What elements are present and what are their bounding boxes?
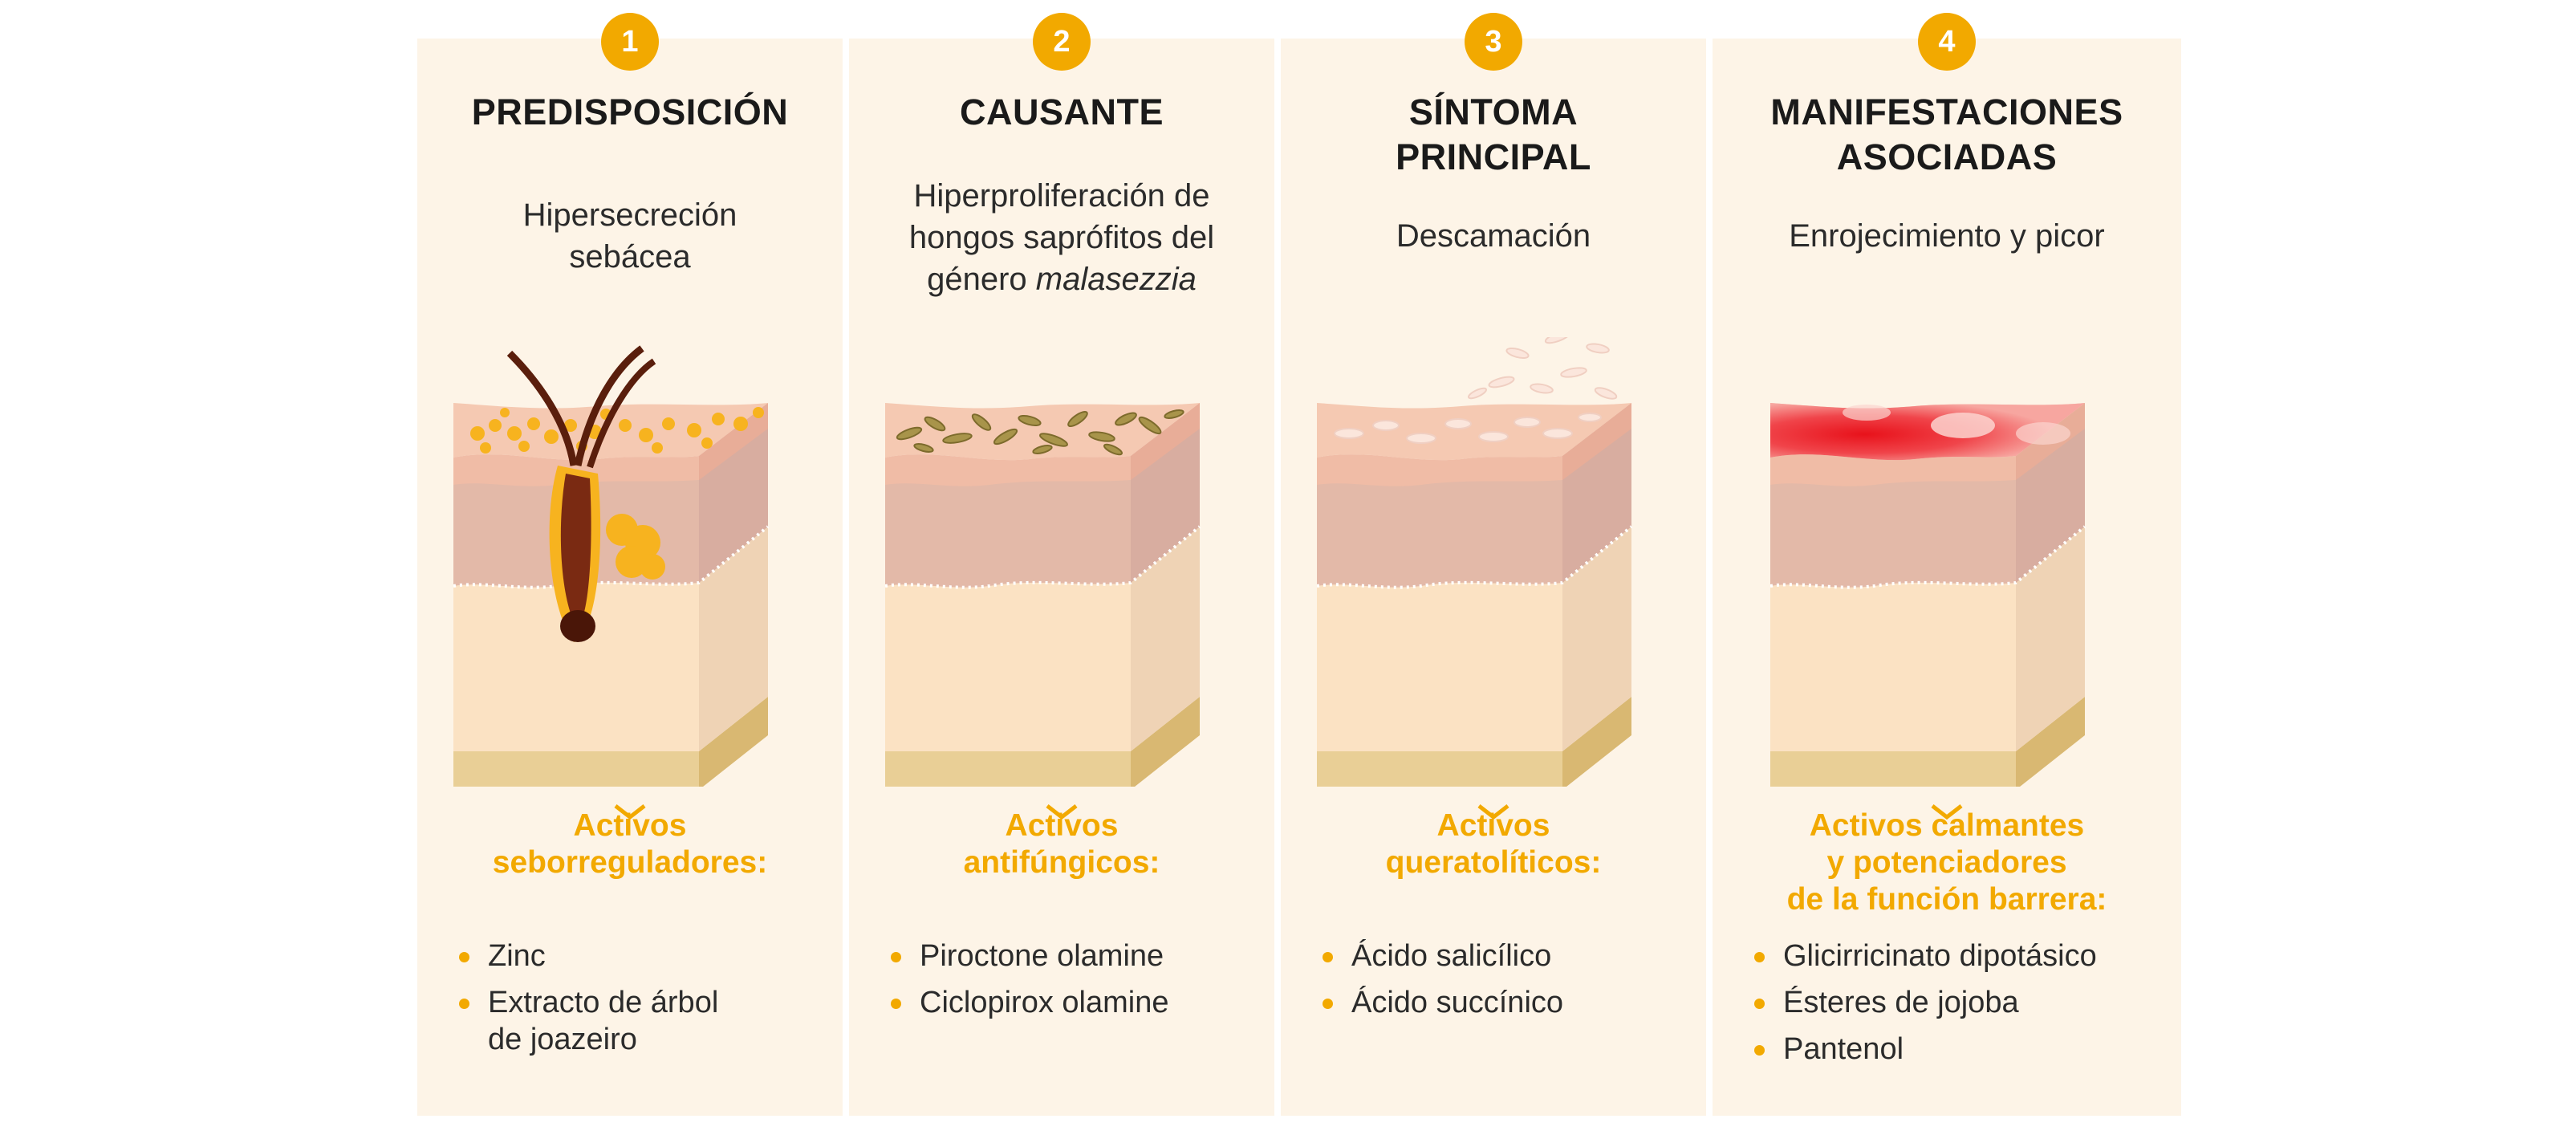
description-italic-text: malasezzia [1035,262,1197,297]
column-title-line: PRINCIPAL [1396,136,1591,177]
description-line: Descamación [1396,218,1591,254]
chevron-down-icon [1931,804,1963,820]
column-title-line: MANIFESTACIONES [1770,92,2123,132]
skin-with-hair-follicle-and-sebaceous-gland-illustration [445,345,815,787]
list-item: Pantenol [1751,1031,2173,1068]
bullet-icon [459,952,469,962]
description-line: Hipersecreción [522,197,737,233]
list-item-text: de joazeiro [488,1023,637,1056]
bullet-icon [891,999,901,1009]
bullet-icon [1754,1045,1765,1056]
actives-line: Activos [1005,808,1119,843]
list-item-text: Ésteres de jojoba [1783,986,2019,1019]
bullet-icon [1754,999,1765,1009]
column-title: SÍNTOMA PRINCIPAL [1281,90,1706,180]
bullet-icon [891,952,901,962]
skin-with-flaking-scales-illustration [1309,337,1678,787]
bullet-icon [459,999,469,1009]
actives-heading: Activos antifúngicos: [849,808,1274,881]
actives-heading: Activos seborreguladores: [417,808,843,881]
actives-line: antifúngicos: [963,845,1160,880]
actives-list: Piroctone olamine Ciclopirox olamine [888,938,1266,1031]
actives-line: seborreguladores: [492,845,768,880]
actives-line: y potenciadores [1826,845,2067,880]
step-number-badge: 4 [1918,13,1976,71]
list-item: Ésteres de jojoba [1751,984,2173,1021]
skin-with-malassezia-fungi-illustration [877,337,1246,787]
bullet-icon [1323,999,1333,1009]
list-item: Piroctone olamine [888,938,1266,974]
bullet-icon [1323,952,1333,962]
column-description: Descamación [1289,215,1698,257]
step-number-badge: 1 [601,13,659,71]
column-description: Hiperproliferación de hongos saprófitos … [857,175,1266,300]
list-item-text: Zinc [488,939,546,973]
actives-line: Activos calmantes [1809,808,2085,843]
actives-list: Ácido salicílico Ácido succínico [1319,938,1698,1031]
list-item: Ciclopirox olamine [888,984,1266,1021]
chevron-down-icon [614,804,646,820]
description-line: Enrojecimiento y picor [1789,218,2105,254]
column-sintoma-principal: 3 SÍNTOMA PRINCIPAL Descamación [1281,13,1706,1116]
list-item-text: Pantenol [1783,1032,1904,1066]
column-description: Enrojecimiento y picor [1721,215,2173,257]
actives-heading: Activos calmantes y potenciadores de la … [1713,808,2181,918]
description-line: hongos saprófitos del [908,220,1215,255]
description-line: sebácea [569,239,691,275]
list-item-text: Ciclopirox olamine [920,986,1169,1019]
column-manifestaciones-asociadas: 4 MANIFESTACIONES ASOCIADAS Enrojecimien… [1713,13,2181,1116]
list-item-text: Ácido salicílico [1351,939,1552,973]
chevron-down-icon [1477,804,1509,820]
list-item-text: Extracto de árbol [488,986,719,1019]
column-title-line: SÍNTOMA [1408,92,1579,132]
list-item: Extracto de árbol de joazeiro [456,984,835,1058]
column-title-line: ASOCIADAS [1836,136,2058,177]
actives-heading: Activos queratolíticos: [1281,808,1706,881]
actives-line: Activos [573,808,687,843]
description-text: género [927,262,1036,297]
actives-line: Activos [1436,808,1550,843]
actives-line: de la función barrera: [1786,882,2107,917]
column-title: MANIFESTACIONES ASOCIADAS [1713,90,2181,180]
list-item: Zinc [456,938,835,974]
column-title-line: CAUSANTE [959,92,1164,132]
skin-with-redness-illustration [1762,337,2131,787]
column-title: PREDISPOSICIÓN [417,90,843,135]
column-predisposicion: 1 PREDISPOSICIÓN Hipersecreción sebácea [417,13,843,1116]
description-line: Hiperproliferación de [913,178,1210,214]
actives-list: Glicirricinato dipotásico Ésteres de joj… [1751,938,2173,1077]
bullet-icon [1754,952,1765,962]
column-title-line: PREDISPOSICIÓN [471,92,789,132]
chevron-down-icon [1046,804,1078,820]
list-item: Ácido succínico [1319,984,1698,1021]
list-item-text: Glicirricinato dipotásico [1783,939,2097,973]
step-number-badge: 3 [1465,13,1522,71]
list-item-text: Ácido succínico [1351,986,1564,1019]
column-title: CAUSANTE [849,90,1274,135]
description-line: género malasezzia [857,258,1266,300]
column-causante: 2 CAUSANTE Hiperproliferación de hongos … [849,13,1274,1116]
column-description: Hipersecreción sebácea [425,194,835,278]
list-item: Ácido salicílico [1319,938,1698,974]
list-item: Glicirricinato dipotásico [1751,938,2173,974]
step-number-badge: 2 [1033,13,1091,71]
list-item-text: Piroctone olamine [920,939,1164,973]
actives-line: queratolíticos: [1385,845,1602,880]
actives-list: Zinc Extracto de árbol de joazeiro [456,938,835,1068]
